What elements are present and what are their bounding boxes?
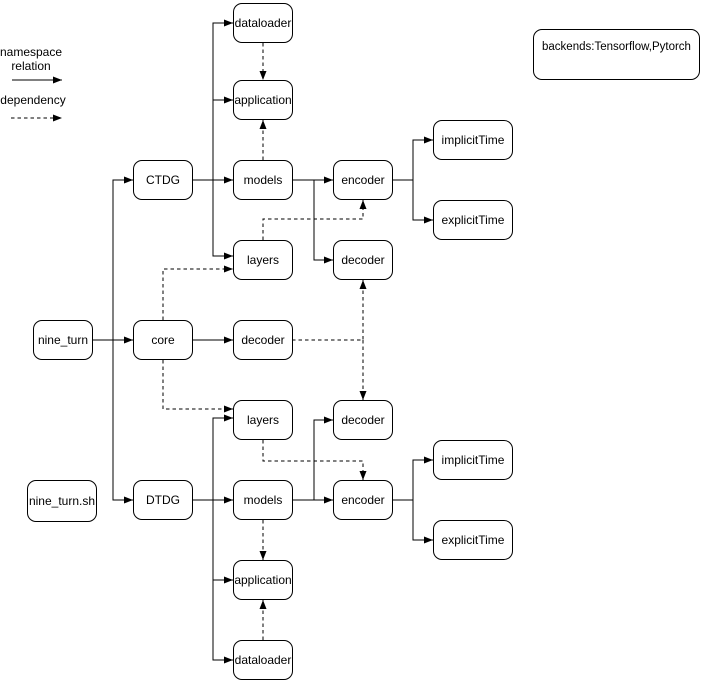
edge-encoder-low-to-explicitTime-low: [412, 500, 433, 544]
node-ctdg: CTDG: [133, 160, 193, 200]
node-explicitTime-top: explicitTime: [433, 200, 513, 240]
legend-namespace-label: namespace relation: [0, 45, 63, 73]
node-decoder-low: decoder: [333, 400, 393, 440]
edge-layers-top-to-encoder-top: [262, 200, 367, 240]
node-models-top: models: [233, 160, 293, 200]
edge-core-to-layers-low: [162, 360, 233, 413]
edge-dtdg-to-layers-low: [212, 414, 233, 500]
node-models-low: models: [233, 480, 293, 520]
edge-core-to-layers-top: [162, 265, 233, 320]
node-nine-turn: nine_turn: [33, 320, 93, 360]
edge-encoder-top-to-implicitTime-top: [392, 136, 433, 181]
edge-models-low-to-decoder-low: [313, 416, 333, 500]
node-dataloader-top: dataloader: [233, 3, 293, 43]
node-dataloader-low: dataloader: [233, 640, 293, 680]
node-implicitTime-low: implicitTime: [433, 440, 513, 480]
edge-nine-turn-to-ctdg: [112, 176, 133, 340]
edge-encoder-top-to-explicitTime-top: [412, 180, 433, 224]
node-encoder-top: encoder: [333, 160, 393, 200]
node-nine-turn-sh: nine_turn.sh: [27, 480, 97, 522]
edge-models-top-to-decoder-top: [313, 180, 333, 264]
edge-dtdg-to-dataloader-low: [212, 500, 233, 664]
edge-ctdg-to-dataloader-top: [212, 19, 233, 180]
node-layers-low: layers: [233, 400, 293, 440]
node-explicitTime-low: explicitTime: [433, 520, 513, 560]
node-encoder-low: encoder: [333, 480, 393, 520]
node-implicitTime-top: implicitTime: [433, 120, 513, 160]
node-backends: backends:Tensorflow,Pytorch: [533, 29, 700, 80]
edge-encoder-low-to-implicitTime-low: [392, 456, 433, 501]
node-application-top: application: [233, 80, 293, 120]
node-dtdg: DTDG: [133, 480, 193, 520]
legend-dependency-label: dependency: [0, 93, 66, 107]
edge-layers-low-to-encoder-low: [262, 440, 367, 480]
edge-nine-turn-to-dtdg: [112, 340, 133, 504]
node-decoder-mid: decoder: [233, 320, 293, 360]
edge-ctdg-to-layers-top: [212, 180, 233, 260]
node-application-low: application: [233, 560, 293, 600]
node-core: core: [133, 320, 193, 360]
edge-decoder-mid-to-decoder-top: [292, 280, 367, 341]
node-decoder-top: decoder: [333, 240, 393, 280]
node-layers-top: layers: [233, 240, 293, 280]
